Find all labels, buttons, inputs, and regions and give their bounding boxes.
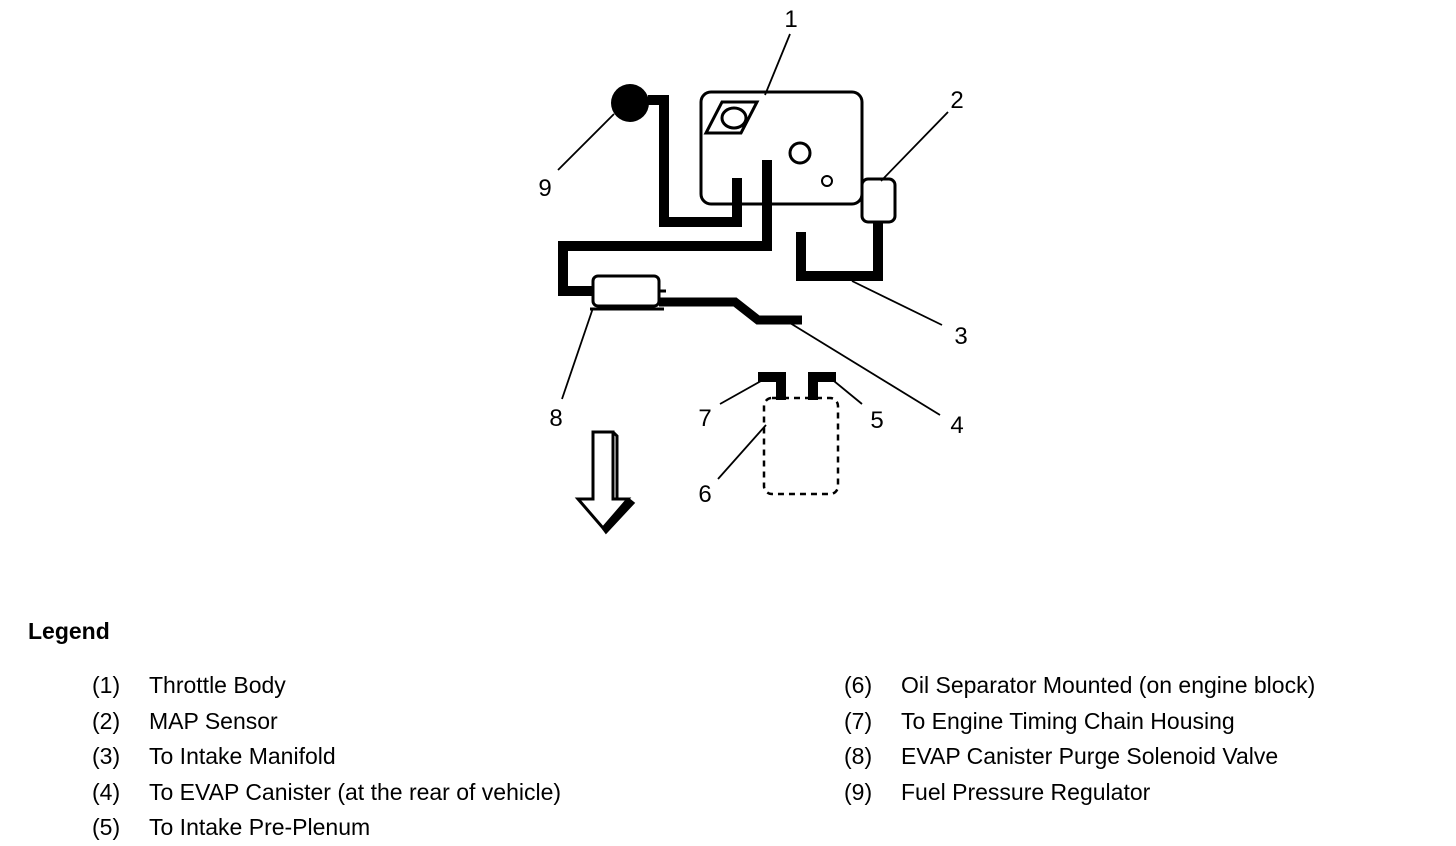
vacuum-hose-diagram: 1 2 3 4 5 6 7 8 9 [538, 6, 968, 535]
legend-item-4: (4) To EVAP Canister (at the rear of veh… [92, 775, 561, 811]
fuel-pressure-regulator [611, 84, 649, 122]
leader-4 [789, 322, 941, 416]
callout-1: 1 [784, 6, 797, 33]
legend-item-6: (6) Oil Separator Mounted (on engine blo… [844, 668, 1315, 704]
legend-item-number: (4) [92, 778, 121, 805]
legend-item-label: To EVAP Canister (at the rear of vehicle… [149, 778, 562, 805]
legend-item-label: Throttle Body [149, 672, 286, 699]
callout-9: 9 [538, 175, 551, 202]
leader-8 [561, 307, 594, 400]
evap-canister-hose [659, 297, 802, 325]
leader-2 [880, 111, 949, 182]
leader-6 [717, 424, 767, 480]
callout-4: 4 [950, 412, 963, 439]
legend-left-column: (1) Throttle Body (2) MAP Sensor (3) To … [92, 668, 561, 846]
legend-item-1: (1) Throttle Body [92, 668, 561, 704]
legend-item-9: (9) Fuel Pressure Regulator [844, 775, 1315, 811]
legend-item-label: MAP Sensor [149, 707, 278, 734]
callout-5: 5 [870, 407, 883, 434]
legend-item-number: (9) [844, 778, 873, 805]
throttle-body [699, 90, 864, 206]
leader-5 [833, 380, 863, 405]
legend-item-label: Oil Separator Mounted (on engine block) [901, 672, 1316, 699]
legend-item-number: (8) [844, 743, 873, 770]
timing-chain-port [758, 372, 786, 400]
legend-item-number: (3) [92, 743, 121, 770]
legend-item-3: (3) To Intake Manifold [92, 739, 561, 775]
leader-1 [764, 33, 791, 96]
throttle-body-hole-small [821, 175, 833, 187]
leader-7 [719, 380, 762, 405]
legend-item-number: (2) [92, 707, 121, 734]
legend-item-number: (5) [92, 814, 121, 841]
purge-solenoid-valve [591, 274, 661, 308]
legend-item-number: (1) [92, 672, 121, 699]
callout-3: 3 [954, 323, 967, 350]
throttle-body-port [703, 100, 760, 135]
throttle-body-bore [720, 106, 748, 130]
legend-item-8: (8) EVAP Canister Purge Solenoid Valve [844, 739, 1315, 775]
legend-title: Legend [28, 618, 110, 644]
legend-item-label: To Engine Timing Chain Housing [901, 707, 1235, 734]
map-sensor-hose [796, 222, 883, 281]
legend-item-label: To Intake Manifold [149, 743, 336, 770]
purge-hose [558, 160, 772, 296]
callout-2: 2 [950, 87, 963, 114]
callout-6: 6 [698, 481, 711, 508]
pre-plenum-port [808, 372, 836, 400]
legend-item-label: To Intake Pre-Plenum [149, 814, 371, 841]
legend-item-7: (7) To Engine Timing Chain Housing [844, 704, 1315, 740]
callout-8: 8 [549, 405, 562, 432]
callout-7: 7 [698, 405, 711, 432]
legend-item-number: (7) [844, 707, 873, 734]
throttle-body-hole-large [788, 141, 812, 165]
regulator-hose [648, 95, 742, 227]
map-sensor [860, 177, 897, 224]
legend-item-2: (2) MAP Sensor [92, 704, 561, 740]
legend-item-label: Fuel Pressure Regulator [901, 778, 1151, 805]
legend-item-label: EVAP Canister Purge Solenoid Valve [901, 743, 1279, 770]
legend-item-5: (5) To Intake Pre-Plenum [92, 810, 561, 846]
leader-3 [851, 280, 943, 326]
leader-9 [557, 113, 615, 171]
legend-right-column: (6) Oil Separator Mounted (on engine blo… [844, 668, 1315, 810]
oil-separator [762, 396, 840, 496]
legend-item-number: (6) [844, 672, 873, 699]
